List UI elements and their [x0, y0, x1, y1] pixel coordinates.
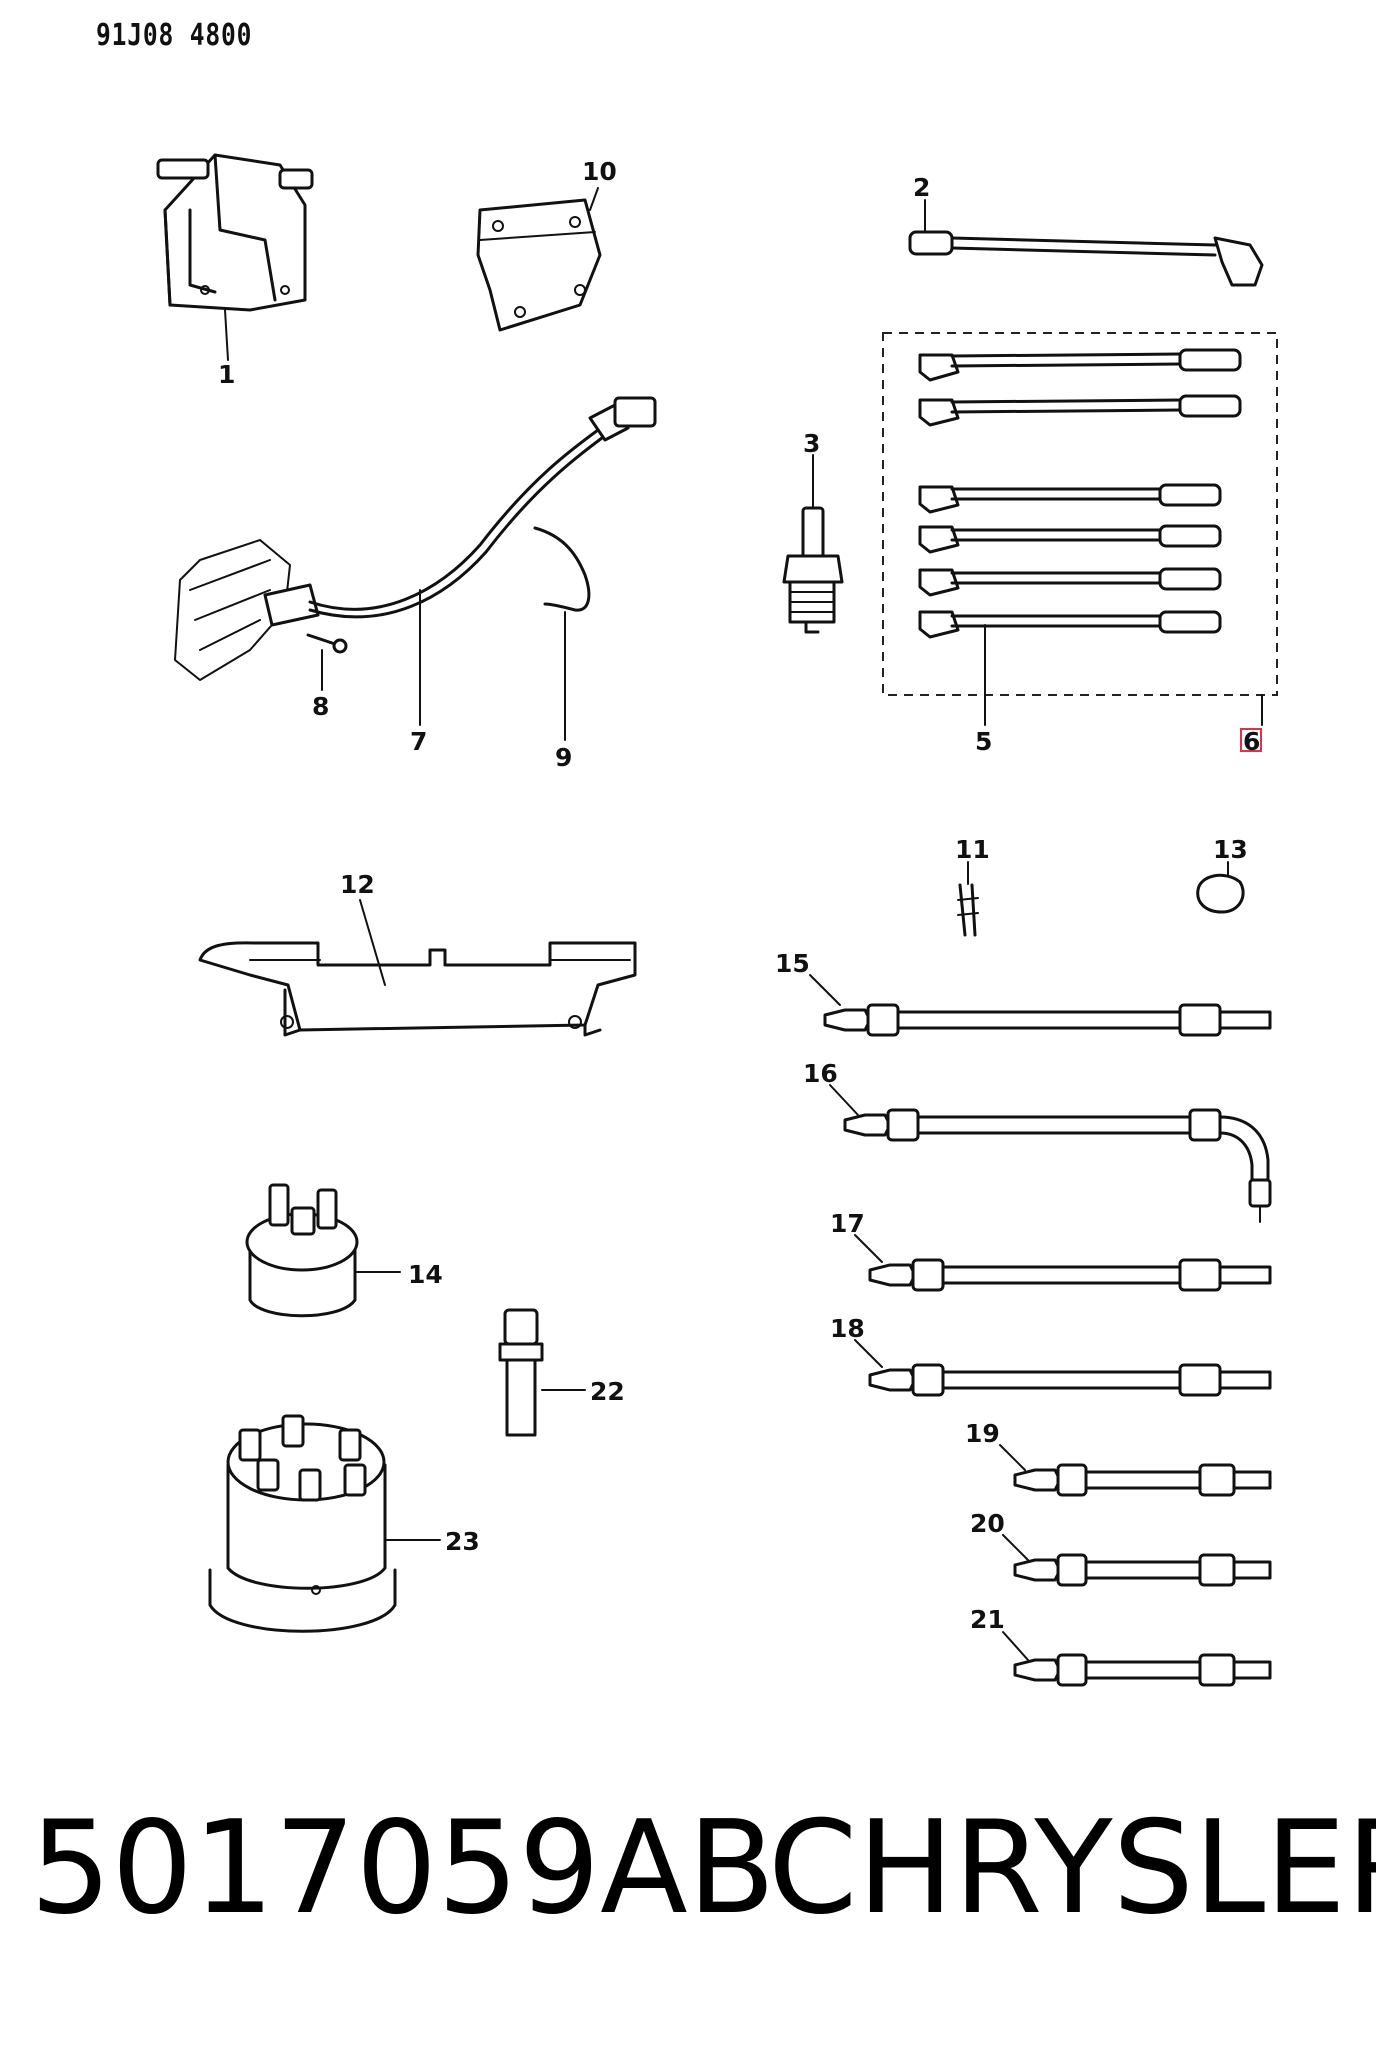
part-7-sensor-harness: 7	[174, 396, 657, 756]
part-20-cable: 20	[970, 1509, 1272, 1587]
callout-9: 9	[555, 743, 572, 772]
part-6-wire-set: 5 6	[882, 332, 1278, 756]
callout-13: 13	[1213, 835, 1248, 864]
callout-7: 7	[410, 727, 427, 756]
diagram-code: 91J08 4800	[96, 18, 253, 53]
part-18-cable: 18	[830, 1314, 1272, 1397]
callout-2: 2	[913, 173, 930, 202]
callout-23: 23	[445, 1527, 480, 1556]
callout-8: 8	[312, 692, 329, 721]
part-19-cable: 19	[965, 1419, 1272, 1497]
callout-22: 22	[590, 1377, 625, 1406]
callout-11: 11	[955, 835, 990, 864]
part-15-cable: 15	[775, 949, 1272, 1037]
part-2-coil-wire: 2	[908, 173, 1264, 287]
callout-3: 3	[803, 429, 820, 458]
part-13-cap-nut: 13	[1196, 835, 1248, 914]
part-11-clip: 11	[955, 835, 990, 937]
brand-name: CHRYSLER	[768, 1794, 1376, 1943]
part-9-lead: 9	[533, 526, 591, 772]
part-14-cap: 14	[245, 1183, 443, 1318]
callout-15: 15	[775, 949, 810, 978]
part-16-cable: 16	[803, 1059, 1272, 1223]
part-5-ignition-wires: 5	[918, 348, 1242, 756]
callout-1: 1	[218, 360, 235, 389]
part-10-bracket: 10	[476, 157, 617, 332]
callout-18: 18	[830, 1314, 865, 1343]
part-17-cable: 17	[830, 1209, 1272, 1292]
callout-20: 20	[970, 1509, 1005, 1538]
exploded-parts-diagram: 1 10 2	[156, 153, 1278, 1687]
part-number: 5017059AB	[30, 1794, 776, 1943]
part-12-rail-bracket: 12	[198, 870, 637, 1037]
callout-6: 6	[1243, 727, 1260, 756]
callout-19: 19	[965, 1419, 1000, 1448]
part-21-cable: 21	[970, 1605, 1272, 1687]
callout-5: 5	[975, 727, 992, 756]
part-1-ignition-coil: 1	[156, 153, 314, 389]
callout-16: 16	[803, 1059, 838, 1088]
callout-6-highlight	[1240, 728, 1262, 752]
part-23-distributor-cap: 23	[208, 1414, 480, 1633]
callout-17: 17	[830, 1209, 865, 1238]
callout-10: 10	[582, 157, 617, 186]
callout-12: 12	[340, 870, 375, 899]
callout-21: 21	[970, 1605, 1005, 1634]
part-3-spark-plug: 3	[782, 429, 844, 634]
part-8-screw: 8	[306, 633, 348, 721]
callout-14: 14	[408, 1260, 443, 1289]
part-22-sensor: 22	[498, 1308, 625, 1437]
